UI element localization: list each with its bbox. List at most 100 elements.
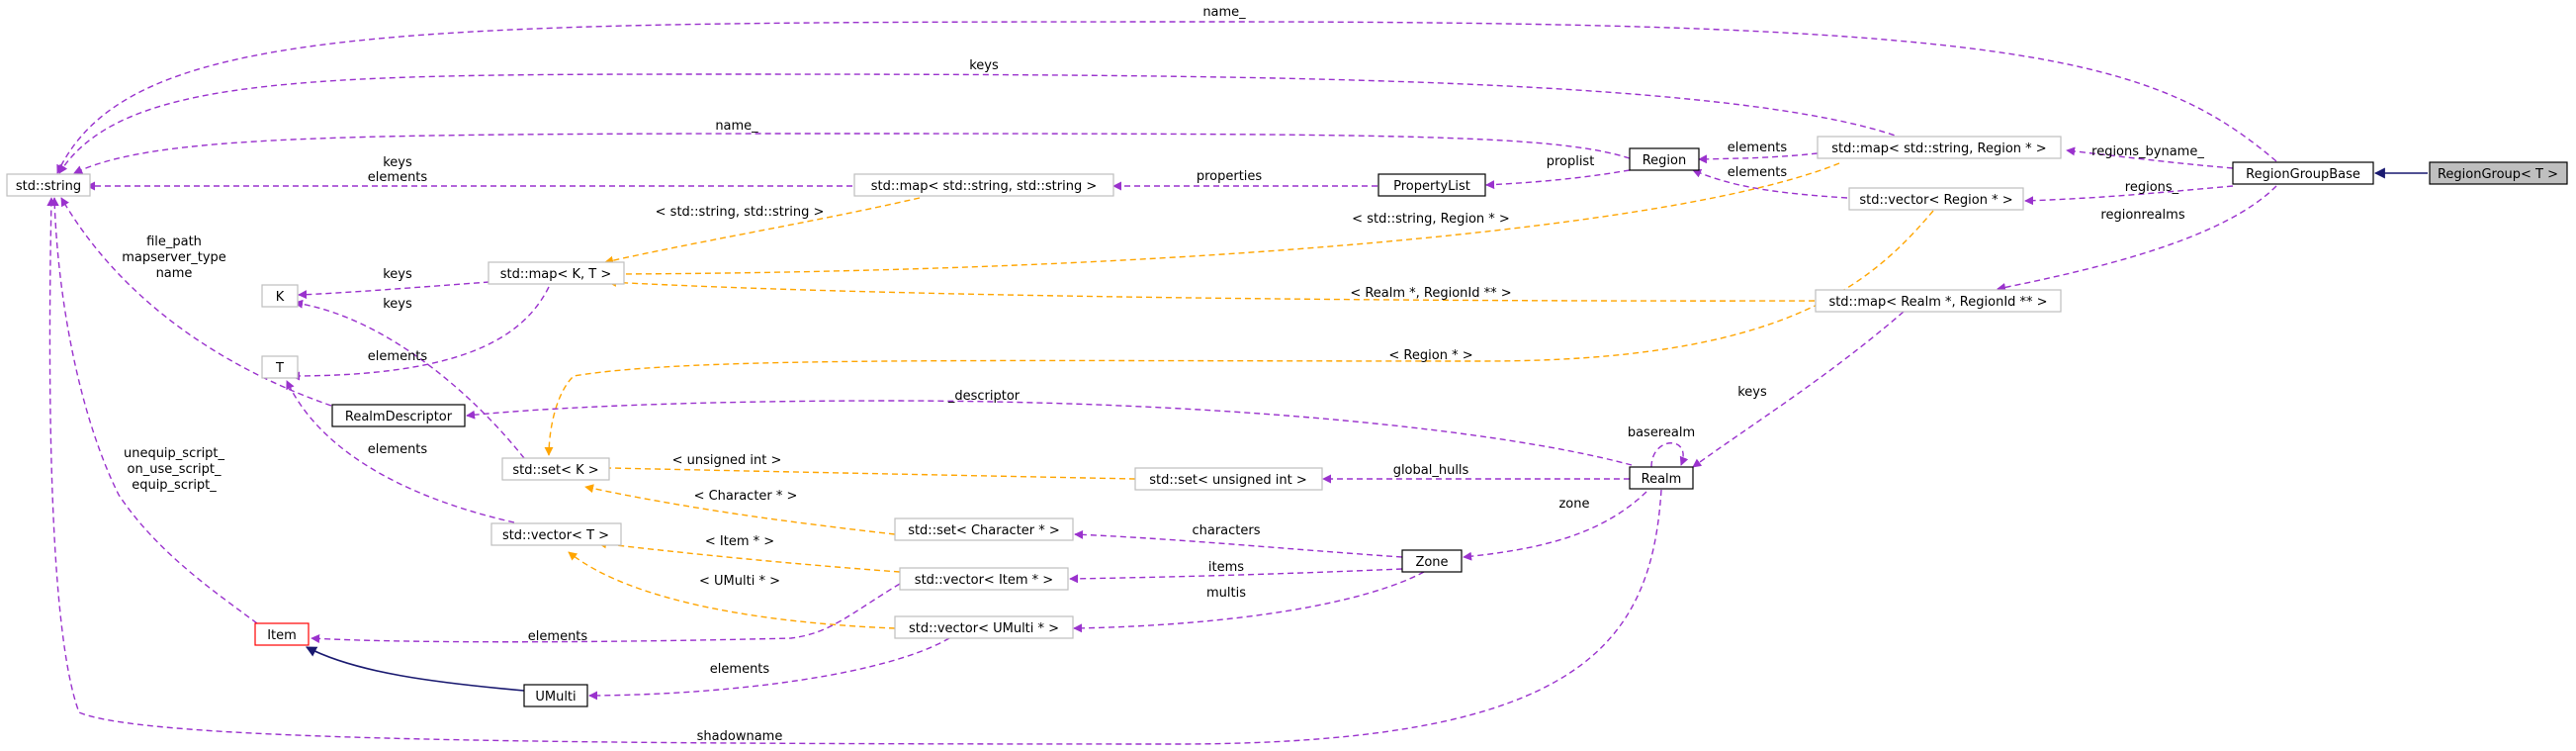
edge-name-region (73, 133, 1631, 174)
label-regionrealms: regionrealms (2100, 208, 2184, 223)
node-label: Region (1643, 153, 1687, 168)
node-label: std::vector< Region * > (1859, 193, 2012, 208)
label-regions: regions_ (2125, 180, 2179, 195)
node-regiongroupbase[interactable]: RegionGroupBase (2232, 161, 2374, 185)
edge-tpl-item (597, 539, 901, 573)
edge-characters (1074, 529, 1403, 558)
edge-keys-map-k (298, 281, 490, 300)
node-std-vector-item[interactable]: std::vector< Item * > (899, 567, 1069, 591)
label-keys-1: keys (383, 155, 412, 170)
node-label: Item (267, 628, 297, 643)
node-label: std::set< K > (512, 463, 598, 478)
node-label: std::string (16, 179, 81, 194)
node-std-vector-t[interactable]: std::vector< T > (490, 522, 622, 546)
edge-tpl-region (544, 210, 1934, 456)
node-std-vector-region[interactable]: std::vector< Region * > (1848, 187, 2024, 211)
edge-elements-item (311, 583, 901, 643)
node-label: PropertyList (1393, 179, 1470, 194)
label-elements-item: elements (528, 629, 588, 644)
edge-tpl-unsigned (565, 462, 1136, 480)
label-elements-map-t: elements (368, 349, 428, 364)
label-tpl-item: < Item * > (705, 534, 774, 549)
edge-tpl-string-string (604, 197, 921, 265)
node-label: std::map< Realm *, RegionId ** > (1828, 295, 2047, 310)
edge-zone (1463, 491, 1647, 561)
edge-tpl-realm-regionid (607, 277, 1816, 302)
label-tpl-character: < Character * > (694, 489, 798, 504)
label-zone: zone (1558, 497, 1589, 512)
node-item[interactable]: Item (254, 622, 310, 646)
node-k[interactable]: K (261, 284, 299, 308)
label-name-desc: name (156, 266, 193, 281)
edge-elements-vector-t (286, 380, 515, 523)
edge-proplist (1485, 169, 1631, 190)
node-realmdescriptor[interactable]: RealmDescriptor (331, 404, 466, 427)
label-elements-umulti: elements (710, 662, 770, 677)
label-elements-map-region: elements (1728, 141, 1788, 155)
label-elements-vector-t: elements (368, 442, 428, 457)
node-region[interactable]: Region (1629, 147, 1700, 171)
edge-regionrealms (1997, 185, 2277, 292)
node-std-set-k[interactable]: std::set< K > (501, 457, 610, 481)
label-file-path: file_path (146, 235, 202, 249)
edge-tpl-character (584, 484, 896, 535)
label-proplist: proplist (1547, 154, 1595, 169)
edge-multis (1073, 571, 1425, 633)
edge-keys-top (58, 73, 1905, 174)
label-elements-vector-region: elements (1728, 165, 1788, 180)
node-umulti[interactable]: UMulti (523, 684, 588, 707)
node-std-set-character[interactable]: std::set< Character * > (894, 517, 1074, 541)
nodes: std::string std::map< K, T > K T std::se… (6, 136, 2568, 707)
label-properties: properties (1197, 169, 1263, 184)
node-label: std::map< K, T > (500, 267, 612, 282)
node-std-map-realm-regionid[interactable]: std::map< Realm *, RegionId ** > (1815, 289, 2062, 313)
node-propertylist[interactable]: PropertyList (1377, 173, 1486, 197)
edge-name-top (56, 21, 2277, 174)
node-zone[interactable]: Zone (1401, 549, 1463, 573)
label-tpl-realm-regionid: < Realm *, RegionId ** > (1350, 286, 1511, 301)
label-keys-realm: keys (1737, 385, 1767, 400)
edge-regions-byname (2066, 146, 2234, 169)
node-std-set-unsigned[interactable]: std::set< unsigned int > (1134, 467, 1323, 491)
edge-keys-realm (1692, 311, 1905, 468)
node-label: T (275, 361, 284, 376)
node-label: UMulti (535, 690, 576, 704)
node-label: Realm (1642, 472, 1682, 487)
node-realm[interactable]: Realm (1629, 466, 1694, 490)
label-tpl-string-region: < std::string, Region * > (1352, 212, 1510, 227)
label-shadowname: shadowname (697, 729, 783, 744)
edge-elements-vector-region (1692, 168, 1848, 199)
label-tpl-string-string: < std::string, std::string > (656, 205, 825, 220)
edge-shadowname (46, 197, 1662, 745)
label-name-region: name_ (715, 119, 758, 134)
node-label: K (276, 290, 285, 305)
label-characters: characters (1192, 523, 1260, 538)
node-std-map-k-t[interactable]: std::map< K, T > (488, 261, 625, 285)
edge-keys-set-k (294, 299, 525, 459)
edge-regions (2024, 185, 2234, 206)
node-label: std::vector< UMulti * > (909, 621, 1059, 636)
node-label: RegionGroup< T > (2438, 167, 2558, 182)
label-mapserver-type: mapserver_type (122, 250, 226, 265)
node-label: RegionGroupBase (2246, 167, 2360, 182)
node-std-map-string-region[interactable]: std::map< std::string, Region * > (1817, 136, 2062, 159)
node-std-map-string-string[interactable]: std::map< std::string, std::string > (853, 173, 1114, 197)
node-label: std::map< std::string, std::string > (871, 179, 1097, 194)
label-keys-set-k: keys (383, 297, 412, 312)
edge-inherit-umulti (306, 646, 525, 692)
node-std-vector-umulti[interactable]: std::vector< UMulti * > (894, 615, 1074, 639)
label-keys-top: keys (969, 58, 999, 73)
label-global-hulls: global_hulls (1393, 463, 1469, 478)
label-tpl-region: < Region * > (1388, 348, 1472, 363)
edge-item-string (49, 197, 258, 624)
label-on-use-script: on_use_script_ (128, 462, 222, 477)
label-unequip-script: unequip_script_ (124, 446, 225, 461)
node-t[interactable]: T (261, 355, 299, 379)
label-keys-map-k: keys (383, 267, 412, 282)
node-label: std::set< unsigned int > (1149, 473, 1307, 488)
edge-elements-map-region (1698, 152, 1819, 164)
edge-elements-umulti (588, 637, 950, 701)
label-regions-byname: regions_byname_ (2091, 144, 2204, 159)
node-regiongroup[interactable]: RegionGroup< T > (2429, 161, 2568, 185)
node-std-string[interactable]: std::string (6, 173, 91, 197)
